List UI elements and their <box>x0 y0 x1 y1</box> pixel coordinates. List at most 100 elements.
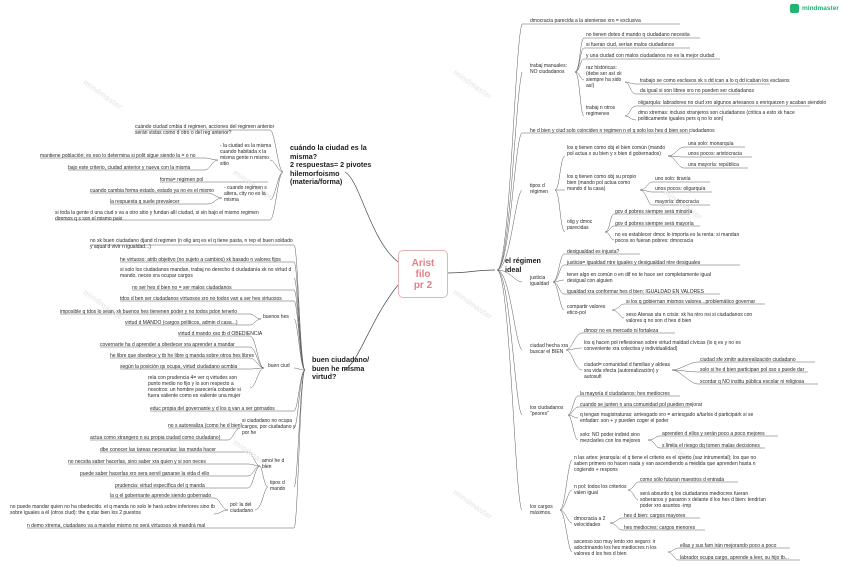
node[interactable]: si los q gobiernan mismos valores...prob… <box>626 299 756 305</box>
node[interactable]: justicia igualdad <box>530 275 549 287</box>
node[interactable]: aprenden d ellos y serán poco a poco mej… <box>662 431 765 437</box>
node[interactable]: los q tienen como obj el bien común (man… <box>567 145 666 157</box>
connector-line <box>639 189 712 193</box>
node[interactable]: como sólo futuran maestros d entrada <box>640 477 725 483</box>
node[interactable]: hes mediocres: cargos menores <box>624 525 696 531</box>
node[interactable]: unos pocos: aristocracia <box>688 151 742 157</box>
node[interactable]: los cargos máximos. <box>530 504 553 516</box>
node[interactable]: he virtuoso: atrib objetivo (no sujeto a… <box>120 257 281 263</box>
node[interactable]: los q tienen como obj su propio bien (ma… <box>567 174 637 192</box>
node[interactable]: n las artes: jerarquía: el q tiene el cr… <box>574 455 757 473</box>
node[interactable]: mantiene población; es eso lo determina … <box>40 153 196 159</box>
node[interactable]: ciudad hecha xra buscar el BIEN <box>530 343 569 355</box>
node[interactable]: n pol: todos los criterios valen igual <box>574 484 627 496</box>
node[interactable]: he libre que obedece y tb he libre q man… <box>110 353 254 359</box>
node[interactable]: no tienen dotes d mando q ciudadano nece… <box>586 32 690 38</box>
node[interactable]: no necsita saber hacerlas, sino saber xr… <box>68 459 206 465</box>
node[interactable]: covernarte ha d aprender a obedecer xra … <box>100 342 235 348</box>
node[interactable]: tipos d régimen <box>530 183 549 195</box>
node[interactable]: no s autorealiza (como he d bien) <box>168 423 243 429</box>
node[interactable]: da igual si son libres xro no pueden ser… <box>640 88 754 94</box>
node[interactable]: la q el gobernante aprende siendo gobern… <box>110 493 212 499</box>
node[interactable]: compartir valores etico-pol <box>567 304 606 316</box>
node[interactable]: hes d bien: cargos mayores <box>624 513 686 519</box>
node[interactable]: rela con prudencia 4= ver q virtudes son… <box>148 375 241 399</box>
node[interactable]: si toda la gente d una ciud s va a otro … <box>55 210 259 222</box>
node[interactable]: - cuando regimen s altera, city no es la… <box>224 185 267 203</box>
node[interactable]: y una ciudad con malos ciudadanos no es … <box>586 53 715 59</box>
node[interactable]: buenos hes <box>263 314 289 320</box>
node[interactable]: forma= regimen pol <box>160 177 204 183</box>
node[interactable]: bajo este criterio, ciudad anterior y nu… <box>68 165 191 171</box>
node[interactable]: no puede mandar quien no ha obedecido. e… <box>10 504 215 516</box>
node[interactable]: no es establecer dmoc lo importa es la r… <box>615 232 740 244</box>
node[interactable]: una mayoría: república <box>688 162 739 168</box>
node[interactable]: dmocracia a 2 velocidades <box>574 516 606 528</box>
node[interactable]: olig y dmoc parecidas <box>567 219 593 231</box>
node[interactable]: tipos d mando <box>270 480 286 492</box>
node[interactable]: solo si he d bien participan pol xso s p… <box>700 367 805 373</box>
node[interactable]: los q hacen pol reflexionan sobre virtud… <box>584 340 741 352</box>
node[interactable]: gov d pobres siempre será mayoría <box>615 221 694 227</box>
node[interactable]: la mayoría d ciudadanos: hes mediocres <box>580 391 670 397</box>
node[interactable]: si solo los ciudadanos mandan, trabaj no… <box>120 267 292 279</box>
node[interactable]: si ciudadano no ocupa cargos, por ciudad… <box>242 418 296 436</box>
node[interactable]: actua como xtrangero n su propia ciudad … <box>90 435 221 441</box>
node[interactable]: cuando cambia forma estado, estado ya no… <box>90 188 214 194</box>
node[interactable]: según la posición qs ocupa, virtud ciuda… <box>120 364 238 370</box>
node[interactable]: puede saber hacerlas xro sera servil gan… <box>80 471 210 477</box>
node[interactable]: trabaj n otros regimenes <box>586 105 616 117</box>
topic-buen-ciudadano[interactable]: buen ciudadano/ buen he misma virtud? <box>312 355 382 382</box>
node[interactable]: dmocr no es mercado ni fortaleza <box>584 328 659 334</box>
node[interactable]: uno solo: tiranía <box>655 176 691 182</box>
node[interactable]: virtud d mando xso tb d OBEDIENCIA <box>178 331 263 337</box>
node[interactable]: no xk buen ciudadano djand d regimen (n … <box>90 238 293 250</box>
node[interactable]: educ propia del governante y d los q van… <box>150 406 275 412</box>
node[interactable]: si fueran ciud, serían malos ciudadanos <box>586 42 675 48</box>
node[interactable]: amo/ he d bien <box>262 458 285 470</box>
node[interactable]: virtud d MANDO (cargos políticos, admin … <box>125 320 238 326</box>
node[interactable]: los ciudadanos "peores" <box>530 405 564 417</box>
node[interactable]: buen ciud <box>268 363 290 369</box>
node[interactable]: imposible q tdos lo sean, xk buenos hes … <box>60 309 238 315</box>
node[interactable]: dmo xtremas: incluso xtranjeros son ciud… <box>638 110 795 122</box>
node[interactable]: n demo xtrema, ciudadano va a mandar mis… <box>27 523 206 529</box>
node[interactable]: pol: la del ciudadano <box>230 502 254 514</box>
node[interactable]: ciudad sfe xmitir autorealización ciudad… <box>700 357 796 363</box>
node[interactable]: solo: NO poder individ sino mezclarles c… <box>580 432 641 444</box>
node[interactable]: ellas y sus fam irán mejorando poco a po… <box>680 543 777 549</box>
node[interactable]: una solo: monarquía <box>688 141 734 147</box>
node[interactable]: dmocracia parecida a la ateniense xro = … <box>530 18 641 24</box>
topic-regimen-ideal[interactable]: el régimen ideal <box>505 256 541 274</box>
node[interactable]: dbe conocer las tareas necesarias: las m… <box>100 447 216 453</box>
node[interactable]: gov d pobres siempre será minoría <box>615 209 693 215</box>
node[interactable]: labrador ocupa cargo, aprende a leer, su… <box>680 555 789 561</box>
node[interactable]: tener algo en común o en dif no te hace … <box>567 272 711 284</box>
node[interactable]: oligarquía: labradores no ciud xro algun… <box>638 100 827 106</box>
node[interactable]: desigualdad es injusta? <box>567 249 620 255</box>
node[interactable]: he d bien y ciud solo coinciden n regime… <box>530 128 715 134</box>
node[interactable]: tdos d ben ser ciudadanos virtuosos xro … <box>120 296 282 302</box>
node[interactable]: ascenso xso muy lento xro seguro: ir ado… <box>574 539 657 557</box>
node[interactable]: la respuesta q suele prevalecer <box>110 199 180 205</box>
node[interactable]: raz históricas: (debe ser así xk siempre… <box>586 65 622 89</box>
node[interactable]: no ser hes d bien no = ser malos ciudada… <box>132 285 232 291</box>
node[interactable]: cuando se junten n una comunidad pol pue… <box>580 402 703 408</box>
node[interactable]: mayoría: dmocracia <box>655 199 699 205</box>
central-topic[interactable]: Arist filo pr 2 <box>398 250 448 298</box>
topic-ciudad-misma[interactable]: cuándo la ciudad es la misma? 2 respuest… <box>290 143 380 187</box>
node[interactable]: prudencia: virtud específica del q manda <box>115 483 205 489</box>
node[interactable]: ciudad= comunidad d familias y aldeas xr… <box>584 362 671 380</box>
node[interactable]: cuándo ciudad cmbia d regimen, acciones … <box>135 124 275 136</box>
node[interactable]: xcordar q NO institu pública escolar ni … <box>700 379 805 385</box>
node[interactable]: justicia= igualdad ntre iguales y desigu… <box>567 260 701 266</box>
node[interactable]: - la ciudad es la misma cuando habitada … <box>220 143 272 167</box>
node[interactable]: trabajo se como esclavos xk s dd ican a … <box>640 78 790 84</box>
node[interactable]: trabaj manuales: NO ciudadanos <box>530 63 567 75</box>
node[interactable]: q tengan magistraturas: arriesgado xro =… <box>580 412 754 424</box>
node[interactable]: s limita el riesgo dq tomen malas decisi… <box>662 443 760 449</box>
node[interactable]: será absurdo q los ciudadanos mediocres … <box>640 491 766 509</box>
node[interactable]: unos pocos: oligarquía <box>655 186 706 192</box>
node[interactable]: igualdad xra conformar hes d bien: IGUAL… <box>567 289 704 295</box>
node[interactable]: xeso Atenas sta n crisis: xk ha ntro nsi… <box>626 312 753 324</box>
